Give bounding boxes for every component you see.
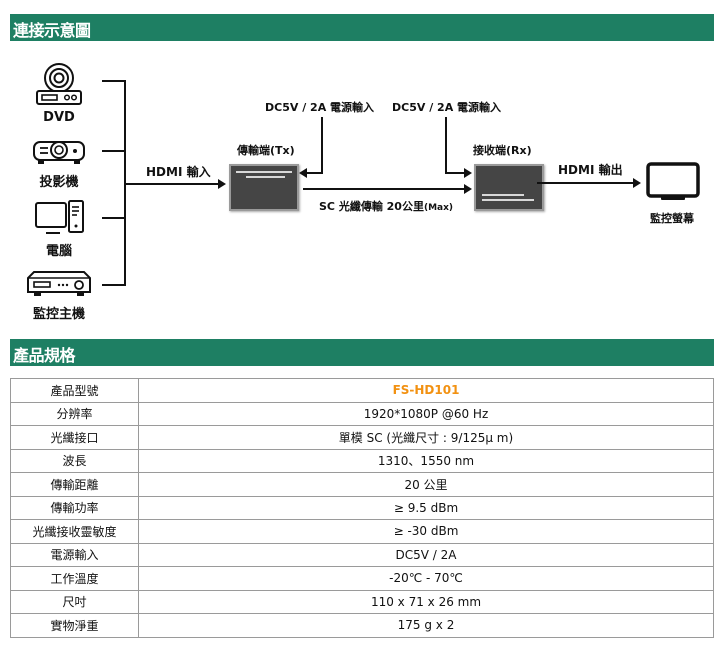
dvd-player-icon — [36, 63, 82, 105]
fiber-label: SC 光纖傳輸 20公里(Max) — [319, 200, 454, 213]
source-label-projector: 投影機 — [39, 175, 79, 190]
connection-diagram-header: 連接示意圖 — [10, 14, 714, 41]
arrow-right-icon — [218, 179, 226, 189]
spec-value: ≥ 9.5 dBm — [138, 495, 714, 520]
hdmi-out-arrow — [537, 182, 635, 184]
spec-header: 產品規格 — [10, 339, 714, 366]
spec-value: ≥ -30 dBm — [138, 519, 714, 544]
fiber-arrow — [303, 188, 466, 190]
spec-key: 尺吋 — [10, 589, 139, 614]
power-rx-line — [445, 172, 465, 174]
spec-key: 波長 — [10, 448, 139, 473]
table-row: 工作溫度-20℃ - 70℃ — [10, 566, 714, 591]
spec-key: 工作溫度 — [10, 566, 139, 591]
connector-line — [102, 284, 126, 286]
arrow-left-icon — [299, 168, 307, 178]
spec-value: 175 g x 2 — [138, 613, 714, 638]
tx-transmitter-device — [229, 164, 299, 211]
spec-value: 單模 SC (光纖尺寸 : 9/125μ m) — [138, 425, 714, 450]
spec-value-model: FS-HD101 — [138, 378, 714, 403]
dvr-recorder-icon — [27, 271, 91, 296]
section-title: 產品規格 — [13, 346, 76, 365]
hdmi-in-label: HDMI 輸入 — [146, 165, 211, 179]
spec-key: 光纖接口 — [10, 425, 139, 450]
connector-line — [102, 217, 126, 219]
rx-receiver-device — [474, 164, 544, 211]
spec-key: 產品型號 — [10, 378, 139, 403]
connector-line — [102, 80, 126, 82]
hdmi-out-label: HDMI 輸出 — [558, 163, 623, 177]
spec-key: 分辨率 — [10, 401, 139, 426]
hdmi-in-arrow — [126, 183, 220, 185]
table-row: 光纖接口單模 SC (光纖尺寸 : 9/125μ m) — [10, 425, 714, 450]
spec-key: 實物淨重 — [10, 613, 139, 638]
spec-value: DC5V / 2A — [138, 542, 714, 567]
spec-value: 1920*1080P @60 Hz — [138, 401, 714, 426]
spec-value: 20 公里 — [138, 472, 714, 497]
spec-key: 電源輸入 — [10, 542, 139, 567]
arrow-right-icon — [464, 184, 472, 194]
projector-icon — [33, 141, 85, 164]
spec-value: 110 x 71 x 26 mm — [138, 589, 714, 614]
monitor-icon — [646, 162, 700, 200]
desktop-computer-icon — [35, 200, 84, 234]
spec-key: 傳輸功率 — [10, 495, 139, 520]
source-label-dvr: 監控主機 — [32, 307, 85, 322]
power-rx-line — [445, 117, 447, 173]
source-label-dvd: DVD — [43, 110, 75, 125]
spec-value: -20℃ - 70℃ — [138, 566, 714, 591]
spec-value: 1310、1550 nm — [138, 448, 714, 473]
power-tx-line — [321, 117, 323, 173]
bracket-line — [124, 80, 126, 286]
table-row: 光纖接收靈敏度≥ -30 dBm — [10, 519, 714, 544]
table-row: 傳輸功率≥ 9.5 dBm — [10, 495, 714, 520]
arrow-right-icon — [464, 168, 472, 178]
tx-label: 傳輸端(Tx) — [237, 144, 295, 157]
monitor-label: 監控螢幕 — [650, 212, 694, 225]
arrow-right-icon — [633, 178, 641, 188]
spec-key: 光纖接收靈敏度 — [10, 519, 139, 544]
section-title: 連接示意圖 — [13, 21, 91, 40]
connector-line — [102, 150, 126, 152]
power-rx-label: DC5V / 2A 電源輸入 — [392, 101, 502, 114]
spec-key: 傳輸距離 — [10, 472, 139, 497]
power-tx-line — [306, 172, 323, 174]
rx-label: 接收端(Rx) — [473, 144, 532, 157]
source-label-computer: 電腦 — [45, 244, 72, 259]
power-tx-label: DC5V / 2A 電源輸入 — [265, 101, 375, 114]
